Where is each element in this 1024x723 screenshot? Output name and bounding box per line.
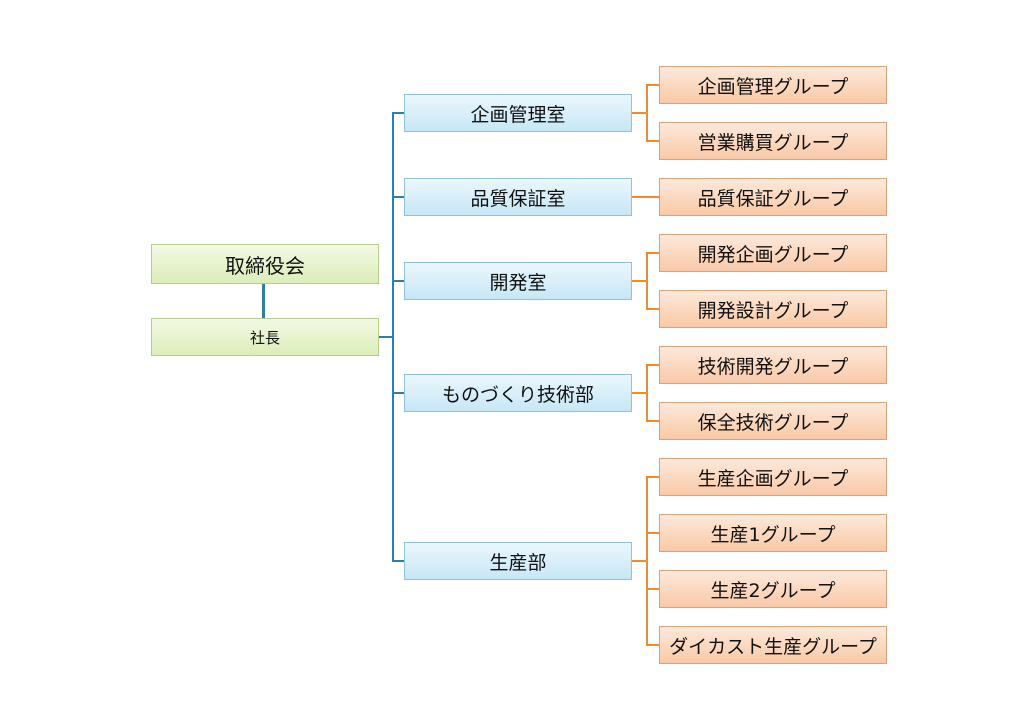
group-node: 生産2グループ: [659, 570, 887, 608]
department-node: 企画管理室: [404, 94, 632, 132]
group-node: 保全技術グループ: [659, 402, 887, 440]
department-node: 開発室: [404, 262, 632, 300]
group-connector: [646, 476, 659, 478]
department-connector: [392, 392, 404, 394]
board-president-connector: [262, 284, 265, 318]
group-connector: [646, 308, 659, 310]
group-node: 品質保証グループ: [659, 178, 887, 216]
group-bus-line: [646, 85, 648, 141]
group-node: ダイカスト生産グループ: [659, 626, 887, 664]
board-node: 取締役会: [151, 244, 379, 284]
group-connector: [646, 364, 659, 366]
group-connector: [646, 532, 659, 534]
group-connector: [646, 140, 659, 142]
president-node: 社長: [151, 318, 379, 356]
department-group-connector: [632, 560, 647, 562]
group-connector: [646, 252, 659, 254]
group-connector: [646, 420, 659, 422]
group-connector: [646, 84, 659, 86]
group-bus-line: [646, 365, 648, 421]
group-connector: [646, 196, 659, 198]
group-node: 生産1グループ: [659, 514, 887, 552]
group-node: 営業購買グループ: [659, 122, 887, 160]
president-trunk-connector: [379, 336, 393, 338]
group-node: 開発企画グループ: [659, 234, 887, 272]
group-connector: [646, 644, 659, 646]
group-bus-line: [646, 477, 648, 645]
department-node: 生産部: [404, 542, 632, 580]
department-connector: [392, 112, 404, 114]
department-connector: [392, 280, 404, 282]
department-connector: [392, 560, 404, 562]
group-bus-line: [646, 253, 648, 309]
department-group-connector: [632, 280, 647, 282]
group-node: 企画管理グループ: [659, 66, 887, 104]
department-node: ものづくり技術部: [404, 374, 632, 412]
department-trunk-line: [392, 112, 394, 561]
group-node: 開発設計グループ: [659, 290, 887, 328]
department-group-connector: [632, 196, 647, 198]
department-connector: [392, 196, 404, 198]
department-group-connector: [632, 392, 647, 394]
department-node: 品質保証室: [404, 178, 632, 216]
group-connector: [646, 588, 659, 590]
group-node: 技術開発グループ: [659, 346, 887, 384]
department-group-connector: [632, 112, 647, 114]
group-node: 生産企画グループ: [659, 458, 887, 496]
